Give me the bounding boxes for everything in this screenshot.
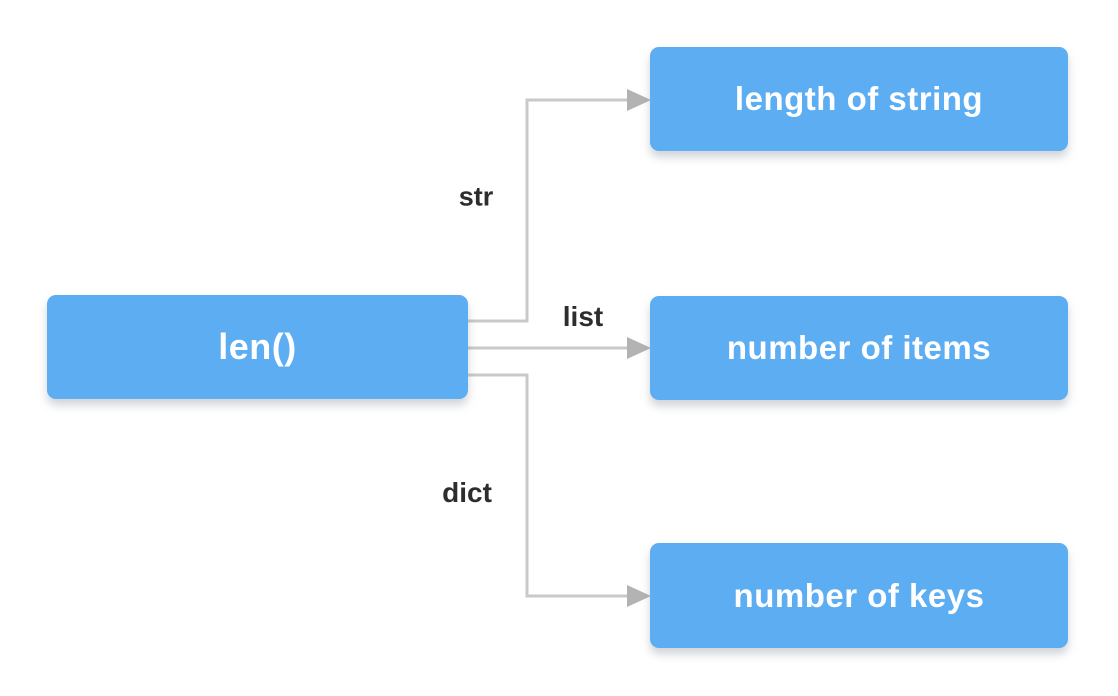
node-number-of-items: number of items: [650, 296, 1068, 400]
node-len: len(): [47, 295, 468, 399]
arrowhead-list-icon: [627, 337, 651, 359]
node-number-of-items-label: number of items: [726, 329, 992, 366]
node-number-of-keys-label: number of keys: [733, 576, 985, 614]
arrowhead-str-icon: [627, 89, 651, 111]
branch-label-dict: dict: [442, 477, 492, 508]
branch-label-list: list: [562, 301, 604, 332]
connector-str: [468, 98, 627, 323]
node-len-label: len(): [218, 326, 297, 367]
node-length-of-string: length of string: [650, 47, 1068, 151]
branch-label-str: str: [458, 181, 494, 212]
connector-dict: [468, 373, 627, 598]
node-length-of-string-label: length of string: [734, 80, 984, 117]
arrowhead-dict-icon: [627, 585, 651, 607]
node-number-of-keys: number of keys: [650, 543, 1068, 648]
